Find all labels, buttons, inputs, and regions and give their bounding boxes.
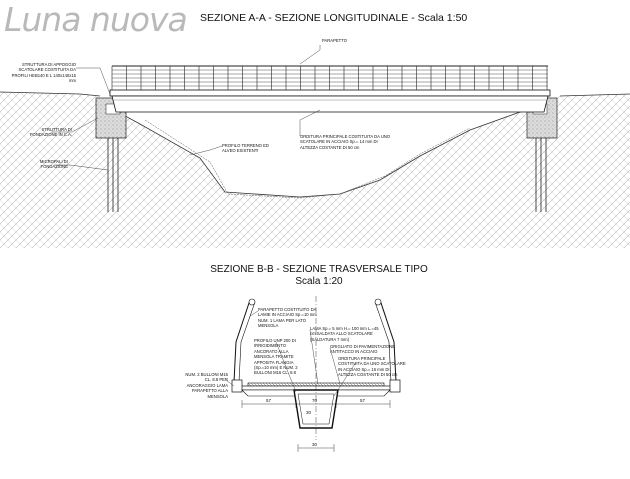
parapet bbox=[111, 65, 548, 90]
dimension-box-height: 30 bbox=[306, 410, 312, 415]
dimension-right: 57 bbox=[360, 398, 366, 403]
label-orditura-aa: ORDITURA PRINCIPALE COSTITUITA DA UNO SC… bbox=[300, 134, 391, 150]
label-parapetto-bb: PARAPETTO COSTITUITO DA LAMIE IN ACCIAIO… bbox=[258, 307, 317, 329]
main-girder bbox=[109, 89, 551, 113]
label-profilo-upn: PROFILO UNP 200 DI IRRIGIDIMENTO ANCORAT… bbox=[254, 338, 298, 376]
terrain-profile bbox=[0, 91, 630, 198]
dimension-lines bbox=[241, 400, 391, 452]
section-aa-title: SEZIONE A-A - SEZIONE LONGITUDINALE - Sc… bbox=[200, 12, 468, 24]
label-parapetto: PARAPETTO bbox=[322, 38, 347, 43]
label-struttura-fondazione: STRUTTURA DI FONDAZIONE IN C.A. bbox=[29, 127, 72, 138]
logo-text: Luna nuova bbox=[4, 0, 188, 39]
dimension-center: 70 bbox=[312, 398, 318, 403]
riverbed-line bbox=[144, 119, 471, 199]
leaders-aa bbox=[52, 45, 321, 171]
leaders-bb bbox=[225, 310, 357, 397]
section-bb-scale: Scala 1:20 bbox=[295, 276, 343, 287]
label-micropali: MICROPALI DI FONDAZIONE bbox=[39, 159, 68, 170]
dimension-box-width: 30 bbox=[312, 442, 318, 447]
label-struttura-appoggio: STRUTTURA DI APPOGGIO SCATOLARE COSTITUI… bbox=[11, 62, 76, 84]
cross-section bbox=[231, 296, 401, 440]
label-lama: LAMA Sp.= 5 mm H.= 100 mm L.=45 cm SALDA… bbox=[310, 326, 379, 342]
terrain-hatch bbox=[0, 92, 630, 248]
label-orditura-bb: ORDITURA PRINCIPALE COSTITUITA DA UNO SC… bbox=[338, 356, 406, 378]
label-bulloni: NUM. 2 BULLONI M16 CL. 8.8 PER ANCORAGGI… bbox=[185, 372, 228, 399]
label-grigliato: GRIGLIATO DI PAVIMENTAZIONE ANTITACCO IN… bbox=[330, 344, 395, 355]
label-profilo-terreno: PROFILO TERRENO ED ALVEO ESISTENTI bbox=[222, 143, 269, 154]
dimension-left: 57 bbox=[266, 398, 272, 403]
section-bb-title: SEZIONE B-B - SEZIONE TRASVERSALE TIPO bbox=[210, 264, 428, 275]
